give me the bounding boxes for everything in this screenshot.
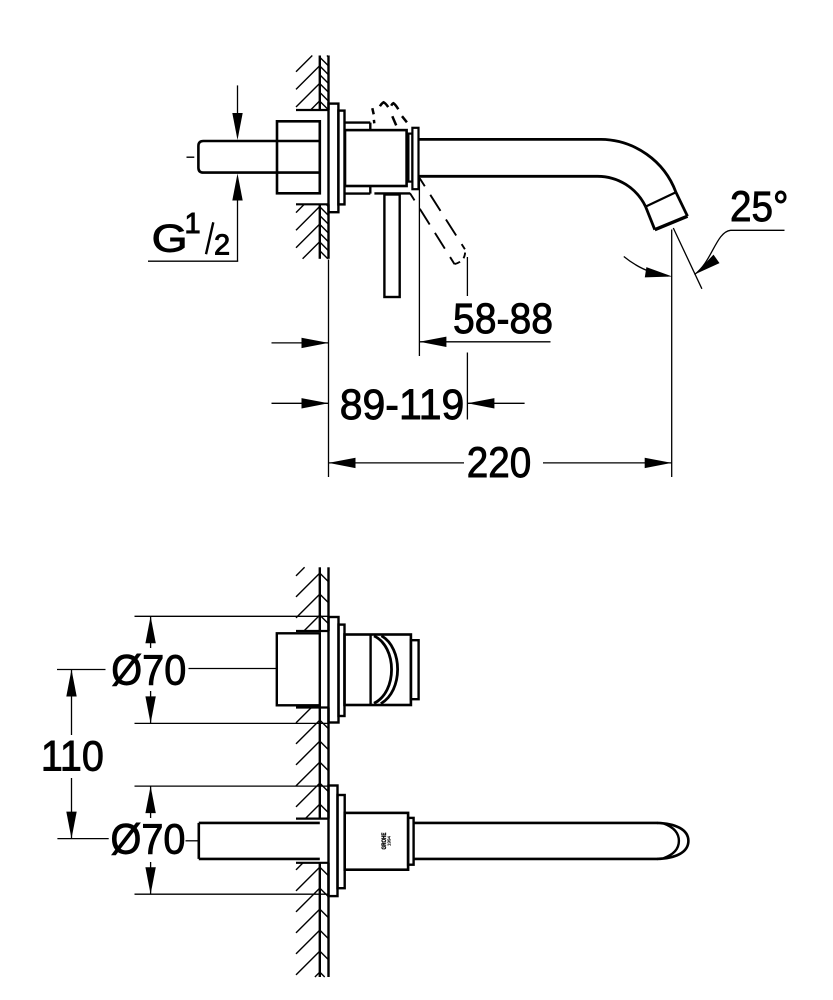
svg-text:2: 2	[214, 229, 230, 261]
svg-text:GROHE: GROHE	[382, 833, 388, 850]
svg-text:25°: 25°	[730, 183, 789, 231]
svg-text:1: 1	[185, 208, 201, 240]
svg-text:G: G	[152, 218, 188, 261]
svg-text:1994: 1994	[387, 835, 392, 846]
svg-text:Ø70: Ø70	[111, 646, 186, 694]
svg-text:110: 110	[41, 732, 104, 780]
svg-text:Ø70: Ø70	[111, 815, 186, 863]
svg-text:58-88: 58-88	[453, 295, 553, 343]
svg-text:89-119: 89-119	[340, 381, 465, 429]
svg-text:220: 220	[467, 439, 532, 487]
